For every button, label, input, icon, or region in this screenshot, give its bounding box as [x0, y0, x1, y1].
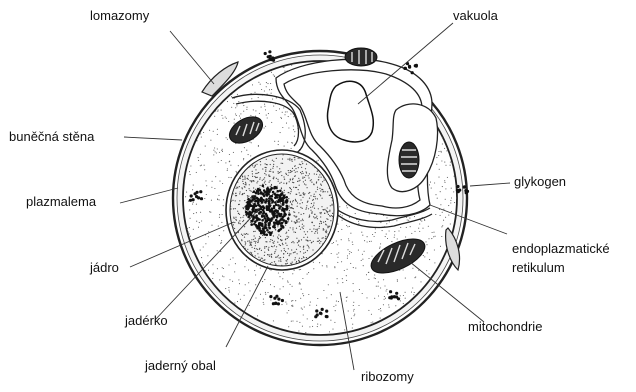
- label-vakuola: vakuola: [453, 8, 499, 23]
- label-lomazomy: lomazomy: [90, 8, 150, 23]
- label-er-line1: endoplazmatické: [512, 241, 610, 256]
- mitochondrion-3: [399, 142, 419, 178]
- label-plazmalema: plazmalema: [26, 194, 97, 209]
- label-ribozomy: ribozomy: [361, 369, 414, 384]
- label-bunecna-stena: buněčná stěna: [9, 129, 95, 144]
- label-jaderny-obal: jaderný obal: [144, 358, 216, 373]
- label-glykogen: glykogen: [514, 174, 566, 189]
- label-er-line2: retikulum: [512, 260, 565, 275]
- mitochondrion-2: [345, 48, 377, 66]
- label-jaderko: jadérko: [124, 313, 168, 328]
- label-mitochondrie: mitochondrie: [468, 319, 542, 334]
- label-jadro: jádro: [89, 260, 119, 275]
